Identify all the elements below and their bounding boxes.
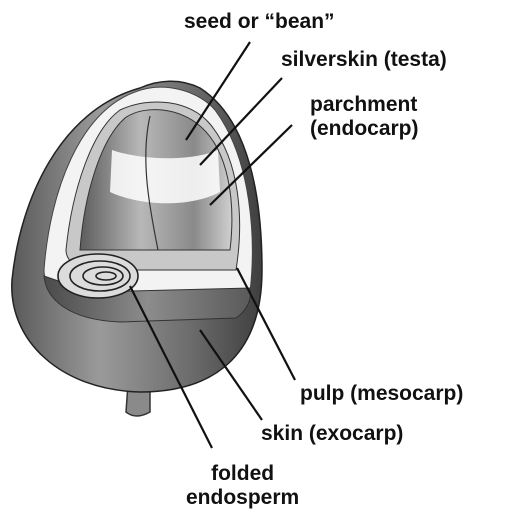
- label-parchment: parchment (endocarp): [310, 93, 419, 141]
- label-silverskin: silverskin (testa): [281, 48, 447, 72]
- folded-endosperm-spiral: [58, 254, 138, 298]
- label-parchment-line2: (endocarp): [310, 117, 419, 141]
- label-pulp: pulp (mesocarp): [300, 382, 463, 406]
- label-endosperm-line2: endosperm: [186, 486, 299, 510]
- label-skin: skin (exocarp): [261, 422, 403, 446]
- label-seed: seed or “bean”: [184, 10, 335, 34]
- label-endosperm: folded endosperm: [186, 462, 299, 510]
- label-parchment-line1: parchment: [310, 93, 419, 117]
- label-endosperm-line1: folded: [186, 462, 299, 486]
